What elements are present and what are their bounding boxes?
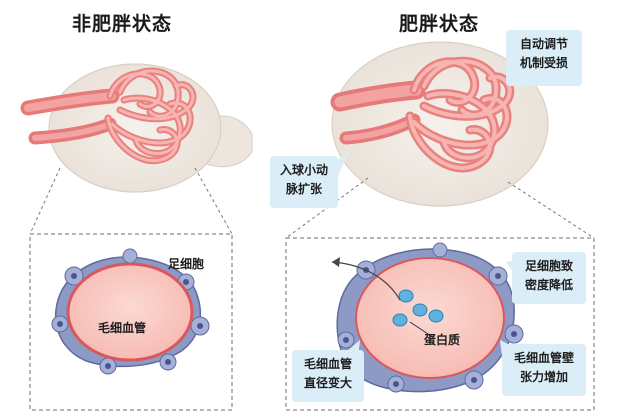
callout-text-line1: 毛细血管壁 — [513, 351, 574, 365]
callout-text-line2: 张力增加 — [519, 370, 568, 384]
label-protein: 蛋白质 — [424, 333, 461, 347]
capillary-cross-section-right — [331, 242, 524, 393]
callout-wall-tension: 毛细血管壁 张力增加 — [502, 344, 586, 396]
callout-podocyte-density: 足细胞致 密度降低 — [512, 252, 586, 304]
callout-text-line1: 自动调节 — [519, 37, 568, 51]
callout-text-line2: 脉扩张 — [285, 182, 322, 196]
callout-autoregulation-impaired: 自动调节 机制受损 — [506, 30, 582, 86]
callout-text-line2: 机制受损 — [519, 56, 568, 70]
protein-leak-arrow — [331, 261, 401, 301]
glomerulus-left — [20, 63, 253, 235]
callout-text-line2: 密度降低 — [524, 278, 573, 292]
callout-text-line1: 入球小动 — [279, 163, 328, 177]
callout-capillary-diameter: 毛细血管 直径变大 — [292, 350, 364, 402]
callout-afferent-dilation: 入球小动 脉扩张 — [270, 156, 338, 208]
callout-text-line2: 直径变大 — [303, 376, 352, 390]
glomerulus-right — [285, 41, 595, 239]
title-non-obese: 非肥胖状态 — [72, 13, 173, 35]
callout-text-line1: 毛细血管 — [303, 357, 352, 371]
callout-text-line1: 足细胞致 — [524, 259, 573, 273]
label-capillary: 毛细血管 — [98, 321, 147, 335]
label-podocyte: 足细胞 — [168, 257, 205, 271]
protein-molecules — [392, 289, 444, 327]
capillary-cross-section-left — [51, 248, 210, 375]
capillary-lumen-left — [66, 262, 194, 362]
title-obese: 肥胖状态 — [399, 13, 480, 35]
